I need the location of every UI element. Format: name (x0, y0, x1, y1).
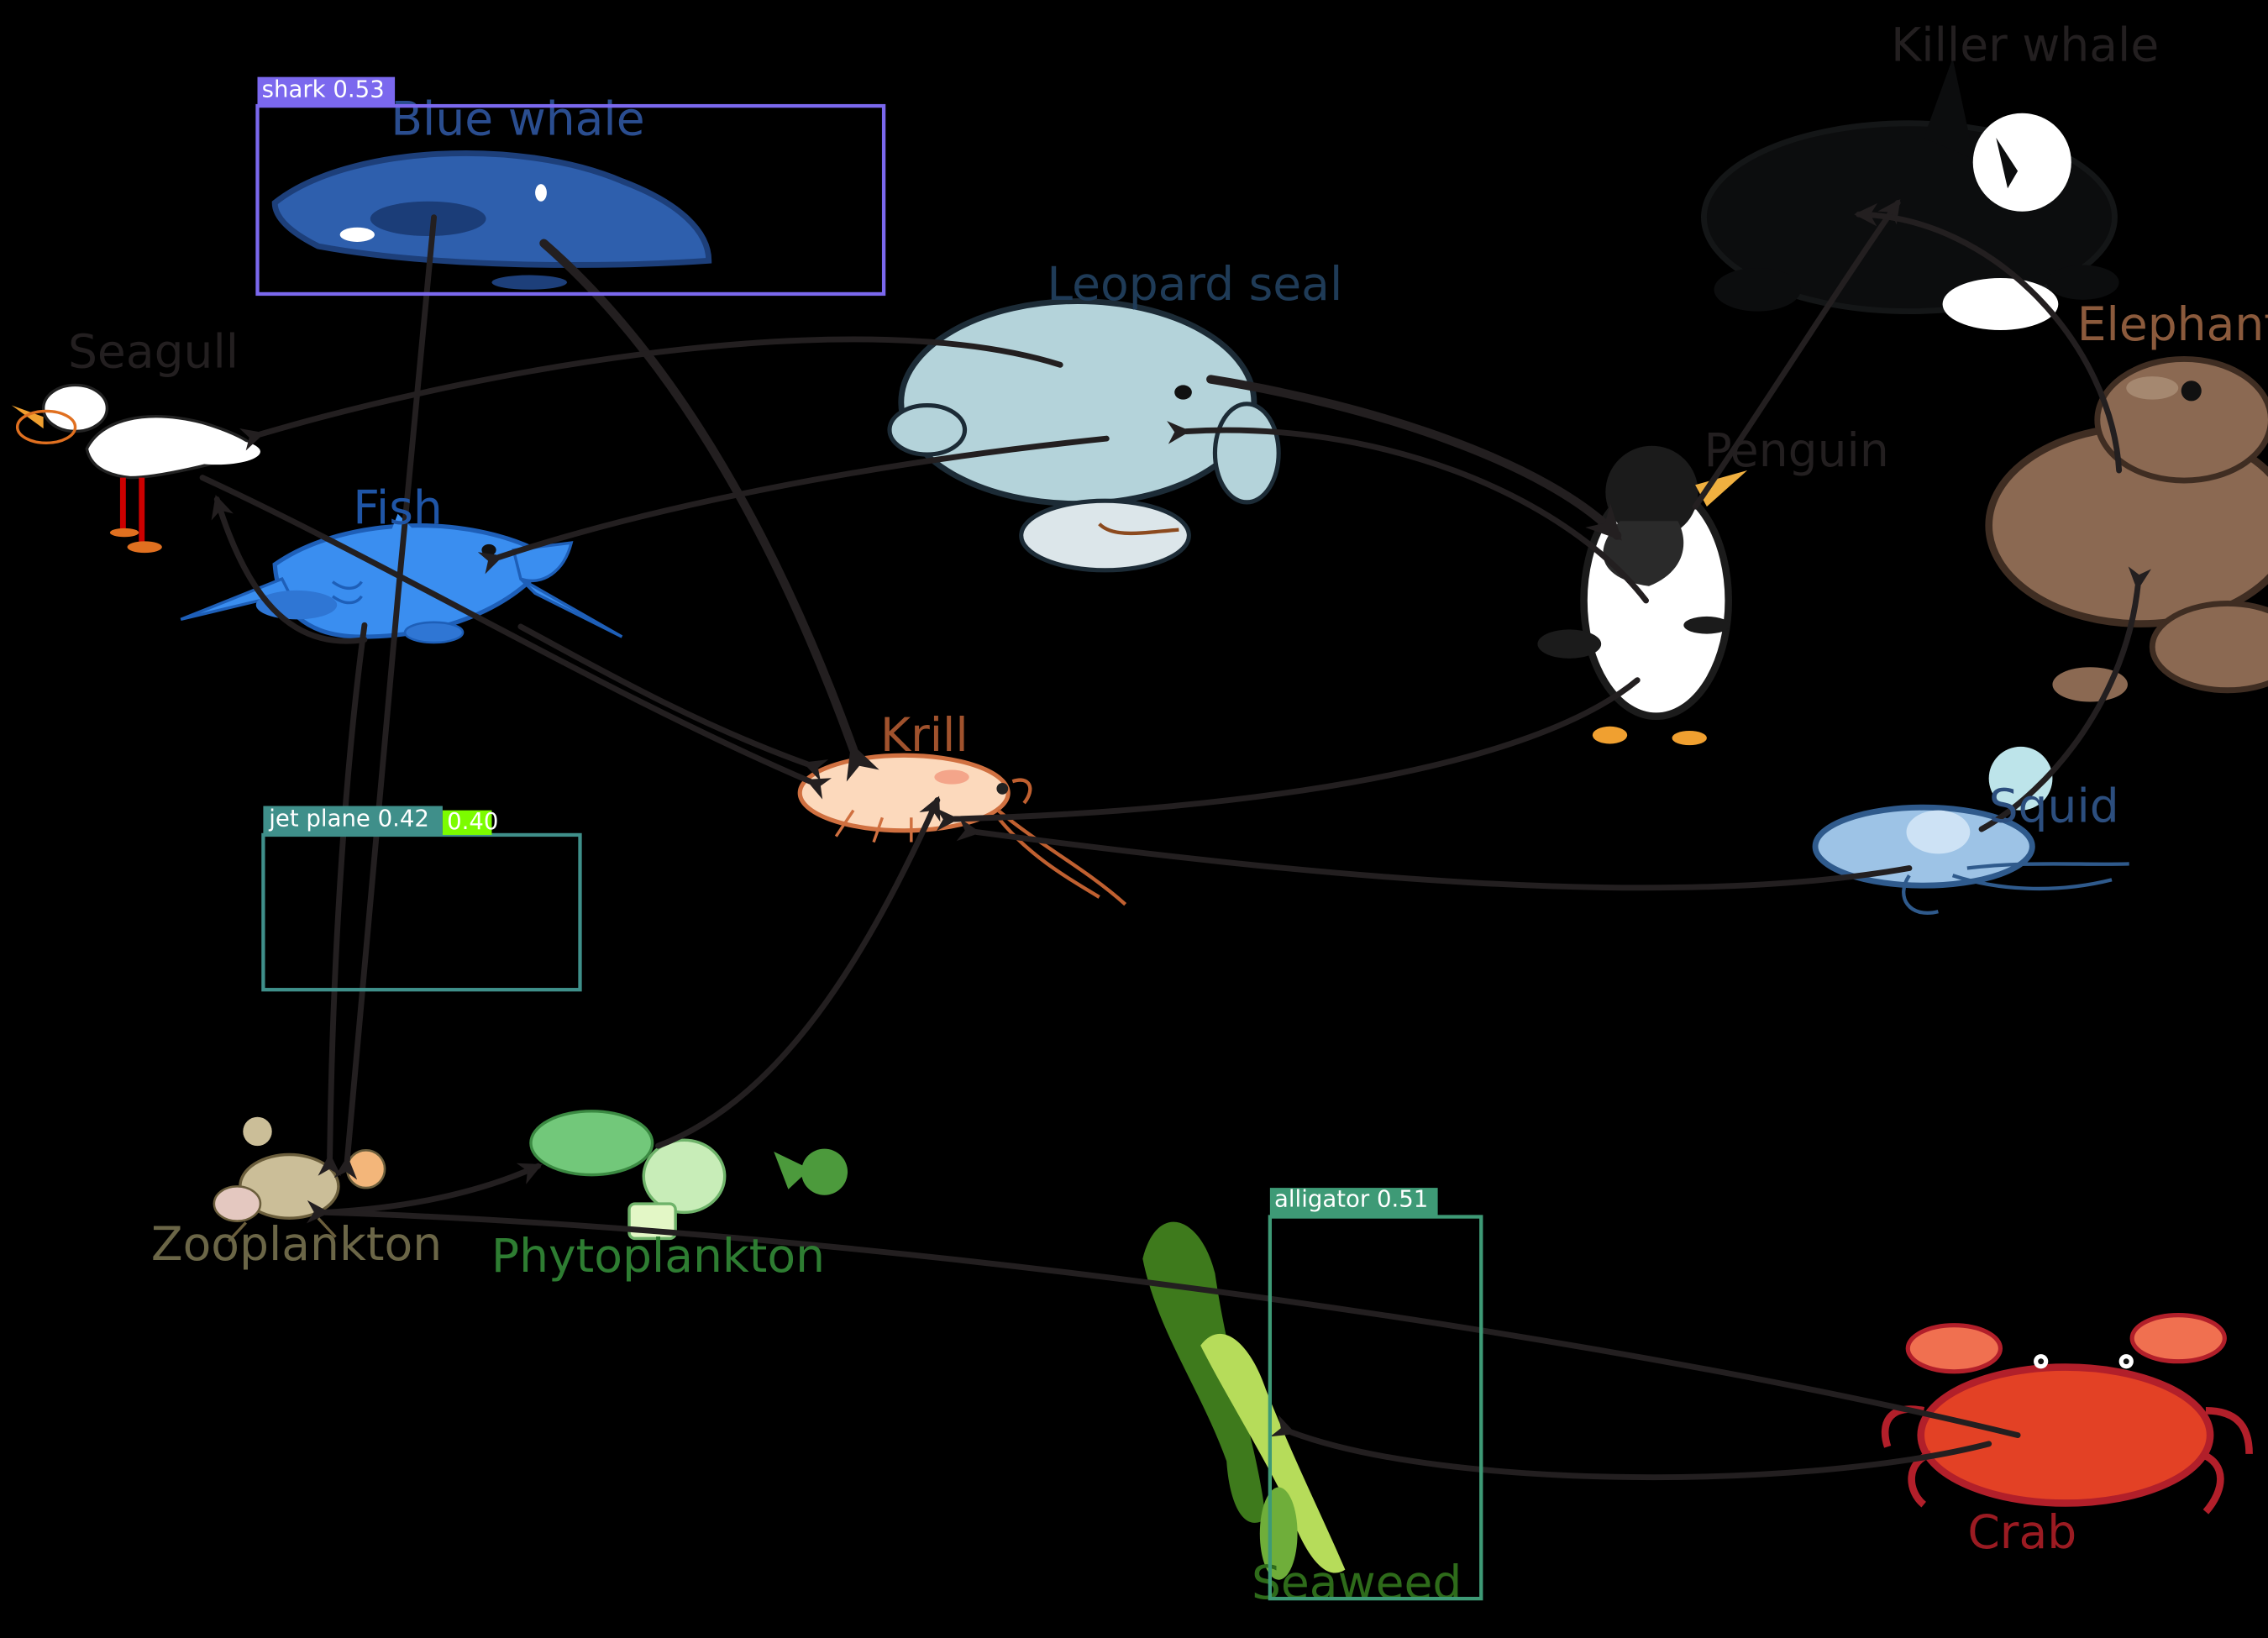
arrow-fish-to-penguin (239, 336, 1063, 451)
arrow-phytoplankton-to-zooplankton (322, 1163, 543, 1215)
label-squid: Squid (1989, 779, 2119, 832)
arrow-fish-to-leopard-seal (477, 435, 1110, 575)
detection-box (261, 832, 582, 992)
blue-whale-icon (271, 150, 712, 290)
detection-tag-bg (257, 76, 396, 107)
detection-tag: shark 0.53 (262, 76, 385, 103)
label-phytoplankton: Phytoplankton (491, 1229, 825, 1283)
phytoplankton-icon (529, 1110, 848, 1241)
detection-tag-bg (1269, 1188, 1438, 1217)
detection-jet-plane: jet plane 0.42 0.40 (261, 806, 582, 992)
arrow-elephant-to-killer-whale (1854, 202, 2123, 474)
seagull-icon (11, 383, 260, 554)
arrow-krill-to-fish (517, 623, 829, 781)
detection-box (255, 103, 886, 297)
arrow-leopard-seal-to-penguin (1206, 375, 1622, 541)
detection-alligator: alligator 0.51 (1268, 1185, 1483, 1601)
label-blue-whale: Blue whale (391, 92, 644, 146)
krill-icon (797, 753, 1127, 906)
squid-icon (1812, 746, 2129, 915)
arrow-penguin-to-leopard-seal (1167, 421, 1650, 604)
label-leopard-seal: Leopard seal (1047, 257, 1342, 311)
arrow-zooplankton-to-crab (306, 1200, 2021, 1438)
label-penguin: Penguin (1704, 423, 1889, 477)
seaweed-icon (1142, 1221, 1346, 1580)
label-killer-whale: Killer whale (1891, 18, 2159, 72)
arrow-phytoplankton-to-krill (655, 795, 941, 1149)
feeding-arrows (199, 198, 2152, 1481)
label-seagull: Seagull (68, 325, 239, 379)
label-elephant: Elephant (2077, 297, 2268, 351)
crab-icon (1881, 1313, 2253, 1515)
detection-tag-bg (263, 806, 443, 835)
detection-tag: jet plane 0.42 (268, 806, 429, 832)
arrow-penguin-to-killer-whale (1692, 198, 1901, 510)
arrow-krill-to-blue-whale (539, 239, 879, 782)
elephant-seal-icon (1985, 356, 2268, 702)
detection-tag-secondary: 0.40 (447, 808, 498, 835)
arrow-squid-to-elephant (1978, 566, 2152, 832)
arrow-krill-to-seagull (199, 475, 832, 800)
label-zooplankton: Zooplankton (151, 1217, 442, 1271)
detection-tag-bg-secondary (442, 810, 492, 835)
killer-whale-icon (1701, 58, 2119, 330)
arrow-krill-to-penguin (936, 677, 1641, 832)
penguin-icon (1537, 445, 1748, 746)
arrow-seaweed-to-crab (1270, 1415, 1992, 1481)
arrow-zooplankton-to-fish (318, 622, 368, 1177)
label-seaweed: Seaweed (1252, 1556, 1462, 1609)
label-krill: Krill (880, 708, 969, 762)
detection-box (1268, 1215, 1483, 1601)
arrow-krill-to-squid (956, 817, 1913, 891)
arrow-fish-to-seagull (211, 495, 368, 644)
detection-tag: alligator 0.51 (1274, 1185, 1428, 1212)
arrow-zooplankton-to-blue-whale (333, 214, 438, 1180)
label-crab: Crab (1967, 1505, 2076, 1559)
label-fish: Fish (353, 481, 443, 535)
detection-shark: shark 0.53 (255, 76, 886, 297)
